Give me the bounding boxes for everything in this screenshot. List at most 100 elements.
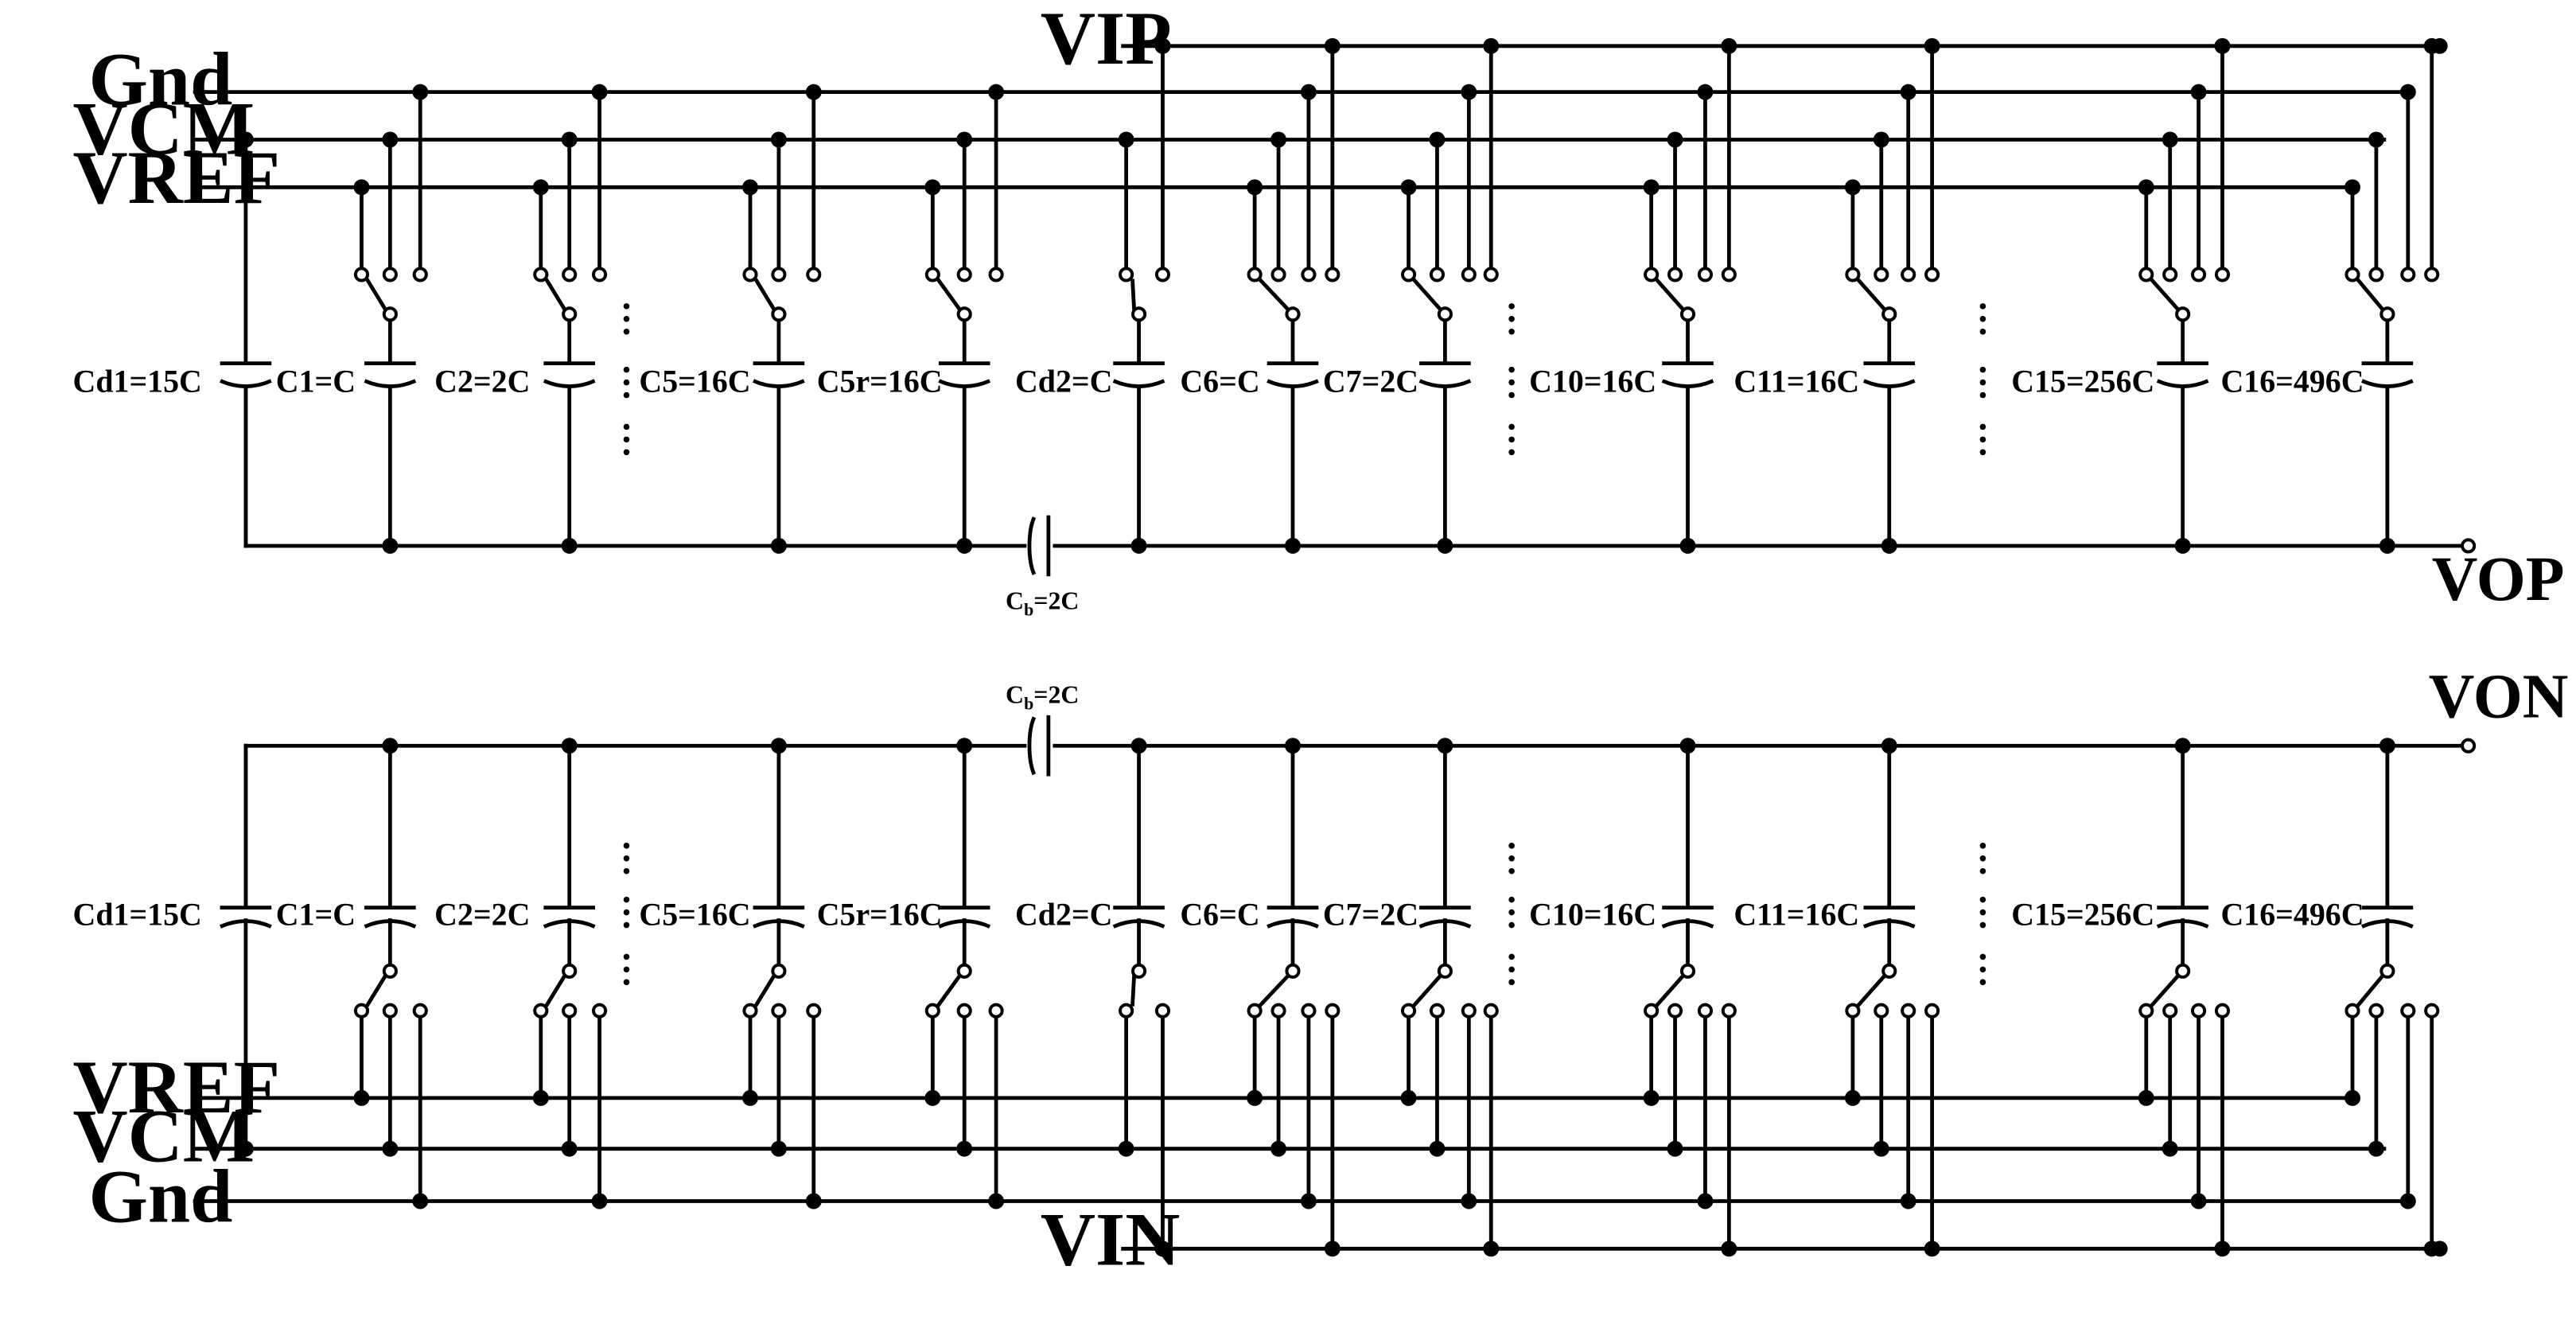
branch-7-bottom-rail-dot-1 bbox=[1429, 1140, 1446, 1157]
branch-8-top-rail-dot-3 bbox=[1721, 37, 1737, 54]
branch-11-top-switch-arm bbox=[2356, 278, 2386, 313]
branch-1-bottom-terminal-0 bbox=[353, 1003, 370, 1019]
bottom-ellipsis-upper-2 bbox=[1979, 843, 1986, 849]
branch-11-bottom-bus-dot bbox=[2379, 738, 2395, 754]
branch-11-top-cap-curved-plate bbox=[2361, 379, 2414, 388]
schematic-switch-terminals bbox=[353, 267, 2477, 1019]
branch-1-bottom-rail-dot-2 bbox=[412, 1193, 429, 1209]
top-ellipsis-mid-2 bbox=[1979, 366, 1986, 373]
branch-8-bottom-switch-arm bbox=[1655, 972, 1686, 1007]
branch-10-top-bus-dot bbox=[2174, 537, 2191, 554]
branch-7-top-rail-dot-2 bbox=[1461, 84, 1477, 100]
cap-label-c5-top: C5=16C bbox=[639, 364, 750, 399]
vin-start-dot bbox=[1154, 1241, 1171, 1257]
top-ellipsis-upper-1 bbox=[1508, 303, 1515, 310]
branch-5-top-cap-curved-plate bbox=[1112, 379, 1165, 388]
branch-3-bottom-switch-arm bbox=[753, 973, 777, 1007]
branch-6-bottom-terminal-1 bbox=[1270, 1003, 1286, 1019]
branch-5-bottom-terminal-1 bbox=[1154, 1003, 1171, 1019]
cb-label-top: Cb=2C bbox=[1006, 587, 1079, 620]
cap-label-c15-top: C15=256C bbox=[2011, 364, 2154, 399]
branch-6-bottom-rail-dot-1 bbox=[1270, 1140, 1287, 1157]
branch-8-bottom-rail-dot-1 bbox=[1667, 1140, 1683, 1157]
cap-label-c2-bottom: C2=2C bbox=[434, 897, 530, 933]
branch-8-bottom-rail-dot-0 bbox=[1643, 1089, 1660, 1106]
branch-2-bottom-pivot bbox=[562, 963, 578, 979]
bottom-ellipsis-lower-1 bbox=[1508, 979, 1515, 986]
top-ellipsis-lower-1 bbox=[1508, 423, 1515, 430]
branch-10-bottom-switch-arm bbox=[2150, 972, 2181, 1007]
branch-0-bottom-vcm-dot bbox=[237, 1140, 254, 1157]
branch-11-bottom-terminal-0 bbox=[2344, 1003, 2360, 1019]
branch-5-bottom-switch-arm bbox=[1130, 973, 1137, 1007]
cap-label-c2-top: C2=2C bbox=[434, 364, 530, 399]
branch-6-top-rail-dot-2 bbox=[1300, 84, 1317, 100]
branch-5-bottom-pivot bbox=[1130, 963, 1147, 979]
branch-1-top-rail-dot-2 bbox=[412, 84, 429, 100]
branch-7-bottom-terminal-2 bbox=[1461, 1003, 1477, 1019]
bottom-ellipsis-upper-2 bbox=[1979, 855, 1986, 862]
branch-6-bottom-rail-dot-2 bbox=[1300, 1193, 1317, 1209]
branch-2-top-bus-dot bbox=[561, 537, 578, 554]
branch-4-bottom-rail-dot-2 bbox=[988, 1193, 1005, 1209]
gnd-label-top: Gnd bbox=[88, 37, 232, 122]
branch-6-top-rail-dot-0 bbox=[1247, 179, 1263, 196]
branch-11-top-rail-dot-1 bbox=[2368, 131, 2384, 148]
branch-5-top-rail-dot-0 bbox=[1118, 131, 1134, 148]
branch-10-bottom-rail-dot-1 bbox=[2162, 1140, 2178, 1157]
branch-9-top-bus-dot bbox=[1881, 537, 1897, 554]
branch-2-top-terminal-0 bbox=[533, 267, 549, 282]
branch-3-bottom-terminal-2 bbox=[806, 1003, 822, 1019]
vref-label-bottom: VREF bbox=[73, 1045, 281, 1129]
branch-8-top-terminal-1 bbox=[1667, 267, 1683, 282]
branch-7-bottom-rail-dot-2 bbox=[1461, 1193, 1477, 1209]
bottom-ellipsis-upper-1 bbox=[1508, 855, 1515, 862]
vip-end-dot bbox=[2431, 37, 2448, 54]
branch-4-top-bus-dot bbox=[956, 537, 973, 554]
branch-8-top-switch-arm bbox=[1655, 278, 1686, 313]
vref-label-top: VREF bbox=[73, 135, 281, 220]
branch-3-top-rail-dot-2 bbox=[805, 84, 822, 100]
branch-1-top-terminal-0 bbox=[353, 267, 370, 282]
branch-1-bottom-pivot bbox=[382, 963, 398, 979]
branch-7-top-pivot bbox=[1437, 306, 1453, 322]
branch-10-top-terminal-0 bbox=[2138, 267, 2154, 282]
branch-1-top-bus-dot bbox=[382, 537, 399, 554]
branch-3-bottom-terminal-1 bbox=[771, 1003, 787, 1019]
bottom-ellipsis-lower-1 bbox=[1508, 953, 1515, 960]
branch-1-bottom-rail-dot-0 bbox=[353, 1089, 370, 1106]
branch-1-top-terminal-2 bbox=[412, 267, 428, 282]
branch-4-top-rail-dot-1 bbox=[956, 131, 973, 148]
branch-3-bottom-bus-dot bbox=[770, 738, 787, 754]
branch-9-top-rail-dot-1 bbox=[1873, 131, 1889, 148]
branch-4-bottom-switch-arm bbox=[936, 973, 963, 1007]
branch-11-top-rail-dot-0 bbox=[2344, 179, 2360, 196]
branch-7-top-terminal-3 bbox=[1483, 267, 1499, 282]
branch-4-top-pivot bbox=[956, 306, 972, 322]
branch-8-bottom-bus-dot bbox=[1679, 738, 1696, 754]
branch-7-bottom-terminal-0 bbox=[1400, 1003, 1417, 1019]
branch-11-top-terminal-1 bbox=[2368, 267, 2384, 282]
branch-4-bottom-rail-dot-1 bbox=[956, 1140, 973, 1157]
branch-9-bottom-pivot bbox=[1881, 963, 1897, 979]
branch-2-top-rail-dot-0 bbox=[532, 179, 549, 196]
branch-6-top-pivot bbox=[1285, 306, 1301, 322]
vop-label: VOP bbox=[2432, 544, 2565, 614]
branch-9-bottom-terminal-0 bbox=[1845, 1003, 1861, 1019]
branch-11-bottom-terminal-3 bbox=[2424, 1003, 2440, 1019]
top-ellipsis-mid-2 bbox=[1979, 391, 1986, 399]
branch-10-top-terminal-2 bbox=[2191, 267, 2207, 282]
branch-8-bottom-terminal-1 bbox=[1667, 1003, 1683, 1019]
branch-11-bottom-pivot bbox=[2379, 963, 2395, 979]
branch-3-top-rail-dot-0 bbox=[742, 179, 758, 196]
branch-9-bottom-rail-dot-1 bbox=[1873, 1140, 1889, 1157]
branch-6-bottom-terminal-0 bbox=[1247, 1003, 1263, 1019]
branch-3-top-cap-curved-plate bbox=[753, 379, 805, 388]
bottom-ellipsis-mid-1 bbox=[1508, 921, 1515, 929]
branch-1-bottom-rail-dot-1 bbox=[382, 1140, 399, 1157]
cap-label-cd2-top: Cd2=C bbox=[1015, 364, 1112, 399]
branch-8-bottom-rail-dot-3 bbox=[1721, 1241, 1737, 1257]
vin-label-bottom: VIN bbox=[1041, 1197, 1180, 1281]
branch-7-bottom-rail-dot-0 bbox=[1400, 1089, 1417, 1106]
branch-4-top-cap-curved-plate bbox=[938, 379, 991, 388]
